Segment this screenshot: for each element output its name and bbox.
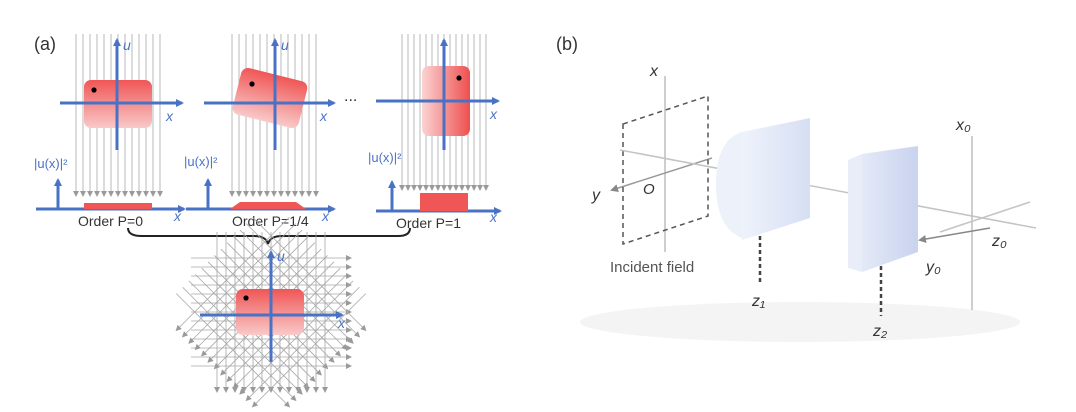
x-label-1: x [165, 108, 174, 124]
ray [181, 223, 297, 338]
order-0-group: u x |u(x)|² x Order P=0 [34, 34, 186, 229]
marker-dot-combined [243, 295, 249, 301]
grouping-brace [127, 227, 411, 245]
order-1-group: x |u(x)|² x Order P=1 [368, 34, 502, 231]
plate-edge [848, 154, 862, 272]
plate-face [862, 146, 918, 272]
intensity-profile-1 [84, 203, 152, 209]
x-label-2: x [319, 108, 328, 124]
order-quarter-group: u x |u(x)|² x Order P=1/4 [184, 34, 336, 229]
u-label-2: u [281, 37, 289, 53]
signal-box-2 [232, 67, 308, 129]
x0-label: x₀ [955, 117, 971, 134]
output-y-arrow [918, 227, 991, 243]
ray [175, 216, 290, 332]
x-label-3b: x [489, 209, 498, 225]
incident-x-label: x [649, 63, 659, 80]
combined-group: u x [175, 216, 367, 408]
order-label-0: Order P=0 [78, 213, 143, 229]
ray [245, 286, 360, 402]
marker-dot-1 [91, 87, 97, 93]
z1-label: z₁ [751, 293, 765, 310]
intensity-profile-3 [420, 193, 468, 211]
ray [239, 280, 354, 395]
incident-field-label: Incident field [610, 259, 694, 276]
x-label-3: x [489, 106, 498, 122]
intensity-label-3: |u(x)|² [368, 150, 402, 165]
lens-curved-face [716, 132, 742, 238]
panel-a: (a) u x |u(x)|² x Order P=0 [34, 34, 502, 408]
panel-b: (b) x y O Incident field z₁ z₂ x₀ y₀ z₀ [556, 34, 1037, 342]
marker-dot-3 [456, 75, 462, 81]
x-label-2b: x [321, 208, 330, 224]
order-label-quarter: Order P=1/4 [232, 213, 309, 229]
ray [251, 293, 367, 408]
intensity-label-2: |u(x)|² [184, 154, 218, 169]
z0-label: z₀ [991, 233, 1007, 250]
origin-label: O [643, 181, 655, 198]
lens-plate [742, 118, 810, 240]
panel-b-label: (b) [556, 34, 578, 54]
intensity-label-1: |u(x)|² [34, 156, 68, 171]
incident-plane [622, 94, 709, 246]
intensity-profile-2 [230, 202, 306, 209]
marker-dot-2 [249, 81, 255, 87]
x-label-1b: x [173, 208, 182, 224]
z2-label: z₂ [872, 323, 887, 340]
u-label-1: u [123, 37, 131, 53]
order-label-1: Order P=1 [396, 215, 461, 231]
x-label-combined: x [337, 315, 346, 331]
ellipsis: ... [344, 88, 357, 105]
incident-y-axis [610, 157, 713, 192]
optical-axis [619, 149, 1037, 229]
ray [188, 229, 303, 344]
panel-a-label: (a) [34, 34, 56, 54]
y0-label: y₀ [925, 259, 941, 276]
u-label-combined: u [277, 248, 285, 264]
floor-shadow [580, 302, 1020, 342]
incident-y-label: y [591, 187, 601, 204]
output-y-axis [939, 201, 1031, 233]
